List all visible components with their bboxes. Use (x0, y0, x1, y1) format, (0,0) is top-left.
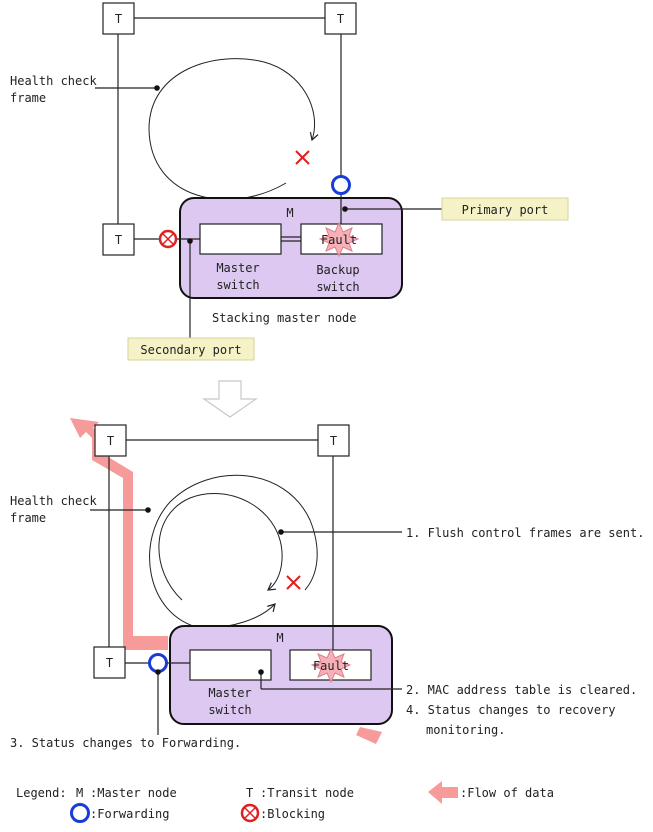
top-secondary-port-label: Secondary port (140, 343, 241, 357)
bottom-health-check-leader-dot (145, 507, 151, 513)
top-stacking-master-label: Stacking master node (212, 311, 357, 325)
top-primary-port-forwarding-icon (331, 175, 351, 195)
bottom-blocked-icon (286, 575, 301, 590)
top-health-check-label-line2: frame (10, 91, 46, 105)
bottom-step4-text-line2: monitoring. (426, 723, 505, 737)
bottom-master-switch-label-line1: Master (208, 686, 251, 700)
bottom-step2-text: 2. MAC address table is cleared. (406, 683, 637, 697)
bottom-step3-leader-dot (155, 669, 161, 675)
svg-text:T: T (337, 12, 344, 26)
bottom-transit-node-bottom-left: T (93, 646, 126, 679)
legend-master-text: :Master node (90, 786, 177, 800)
top-secondary-port-leader-dot (187, 238, 193, 244)
bottom-step1-text: 1. Flush control frames are sent. (406, 526, 644, 540)
legend-transit-symbol: T (246, 786, 253, 800)
bottom-fault-label: Fault (313, 659, 349, 673)
bottom-secondary-port-forwarding-icon (148, 653, 168, 673)
top-secondary-port-blocking-icon (158, 229, 178, 249)
top-transit-node-bottom-left: T (102, 223, 135, 256)
top-master-switch-label-line1: Master (216, 261, 259, 275)
svg-text:T: T (106, 656, 113, 670)
bottom-health-check-loop-outer (149, 474, 318, 629)
legend-blocking-icon (240, 803, 260, 823)
transition-down-arrow (202, 380, 258, 418)
svg-text:T: T (107, 434, 114, 448)
top-master-switch-box (199, 223, 282, 255)
top-master-symbol: M (286, 206, 293, 220)
bottom-fault-burst-icon (310, 647, 352, 684)
legend-forwarding-text: :Forwarding (90, 807, 169, 821)
top-transit-node-top-right: T (324, 2, 357, 35)
top-fault-label: Fault (321, 233, 357, 247)
legend-forwarding-icon (70, 803, 90, 823)
top-primary-port-leader-dot (342, 206, 348, 212)
top-health-check-loop (148, 58, 319, 200)
bottom-health-check-label-line2: frame (10, 511, 46, 525)
legend-transit-text: :Transit node (260, 786, 354, 800)
legend-master-symbol: M (76, 786, 83, 800)
bottom-health-check-label-line1: Health check (10, 494, 97, 508)
bottom-step3-text: 3. Status changes to Forwarding. (10, 736, 241, 750)
bottom-master-switch-label-line2: switch (208, 703, 251, 717)
top-health-check-label-line1: Health check (10, 74, 97, 88)
svg-text:T: T (330, 434, 337, 448)
top-health-check-leader-dot (154, 85, 160, 91)
top-primary-port-callout (441, 197, 569, 221)
bottom-diagram: T T T Health check frame 1. Flush contro… (10, 418, 644, 750)
top-diagram: T T T Health check frame M Fau (10, 2, 569, 361)
bottom-master-switch-box (189, 649, 272, 681)
bottom-flow-of-data-tail (356, 727, 382, 744)
top-backup-switch-label-line2: switch (316, 280, 359, 294)
bottom-master-symbol: M (276, 631, 283, 645)
bottom-transit-node-top-right: T (317, 424, 350, 457)
bottom-health-check-arrow (204, 603, 276, 629)
bottom-step1-leader-dot (278, 529, 284, 535)
bottom-step4-text-line1: 4. Status changes to recovery (406, 703, 616, 717)
top-transit-node-top-left: T (102, 2, 135, 35)
legend-blocking-text: :Blocking (260, 807, 325, 821)
bottom-transit-node-top-left: T (94, 424, 127, 457)
top-master-switch-label-line2: switch (216, 278, 259, 292)
legend-flow-text: :Flow of data (460, 786, 554, 800)
bottom-step2-leader-dot (258, 669, 264, 675)
top-primary-port-label: Primary port (462, 203, 549, 217)
top-fault-burst-icon (318, 221, 360, 258)
legend: Legend: M :Master node T :Transit node :… (16, 781, 554, 823)
top-stacking-master-node (179, 197, 403, 299)
legend-flow-arrow-icon (428, 781, 458, 804)
bottom-flow-of-data-band (70, 418, 168, 650)
svg-text:T: T (115, 233, 122, 247)
top-health-check-blocked-icon (295, 150, 310, 165)
top-secondary-port-callout (127, 337, 255, 361)
svg-text:T: T (115, 12, 122, 26)
top-backup-switch-label-line1: Backup (316, 263, 359, 277)
bottom-flush-control-loop (158, 493, 283, 601)
legend-prefix: Legend: (16, 786, 67, 800)
